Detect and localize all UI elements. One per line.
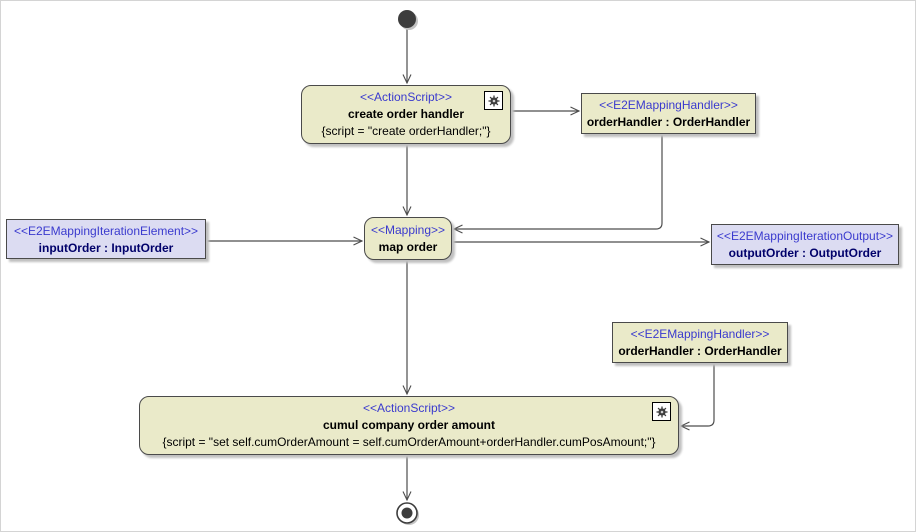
data-node-output-order[interactable]: <<E2EMappingIterationOutput>> outputOrde… <box>711 224 899 265</box>
initial-node[interactable] <box>398 10 418 30</box>
gear-icon <box>652 402 671 421</box>
edge-handler2-to-cumul[interactable] <box>679 363 715 431</box>
stereotype-label: <<ActionScript>> <box>362 401 456 415</box>
object-node-order-handler-top[interactable]: <<E2EMappingHandler>> orderHandler : Ord… <box>581 93 756 134</box>
script-constraint: {script = "set self.cumOrderAmount = sel… <box>162 435 656 449</box>
stereotype-label: <<E2EMappingHandler>> <box>630 327 770 341</box>
stereotype-label: <<Mapping>> <box>370 223 446 237</box>
mapping-node-map-order[interactable]: <<Mapping>> map order <box>364 217 452 260</box>
action-node-cumul-company-order-amount[interactable]: <<ActionScript>> cumul company order amo… <box>139 396 679 455</box>
node-title: create order handler <box>347 107 465 121</box>
edge-handler-to-map[interactable] <box>452 134 663 234</box>
stereotype-label: <<E2EMappingHandler>> <box>599 98 738 112</box>
node-title: orderHandler : OrderHandler <box>586 115 751 129</box>
node-title: map order <box>378 240 438 254</box>
data-node-input-order[interactable]: <<E2EMappingIterationElement>> inputOrde… <box>6 219 206 259</box>
node-title: inputOrder : InputOrder <box>38 241 174 255</box>
stereotype-label: <<E2EMappingIterationOutput>> <box>716 229 894 243</box>
final-node[interactable] <box>396 502 419 525</box>
node-title: cumul company order amount <box>322 418 496 432</box>
node-title: orderHandler : OrderHandler <box>618 344 782 358</box>
stereotype-label: <<ActionScript>> <box>359 90 453 104</box>
script-constraint: {script = "create orderHandler;"} <box>321 124 491 138</box>
node-title: outputOrder : OutputOrder <box>728 246 882 260</box>
action-node-create-order-handler[interactable]: <<ActionScript>> create order handler {s… <box>301 85 511 144</box>
stereotype-label: <<E2EMappingIterationElement>> <box>13 224 199 238</box>
gear-icon <box>484 91 503 110</box>
object-node-order-handler-bottom[interactable]: <<E2EMappingHandler>> orderHandler : Ord… <box>612 322 788 363</box>
